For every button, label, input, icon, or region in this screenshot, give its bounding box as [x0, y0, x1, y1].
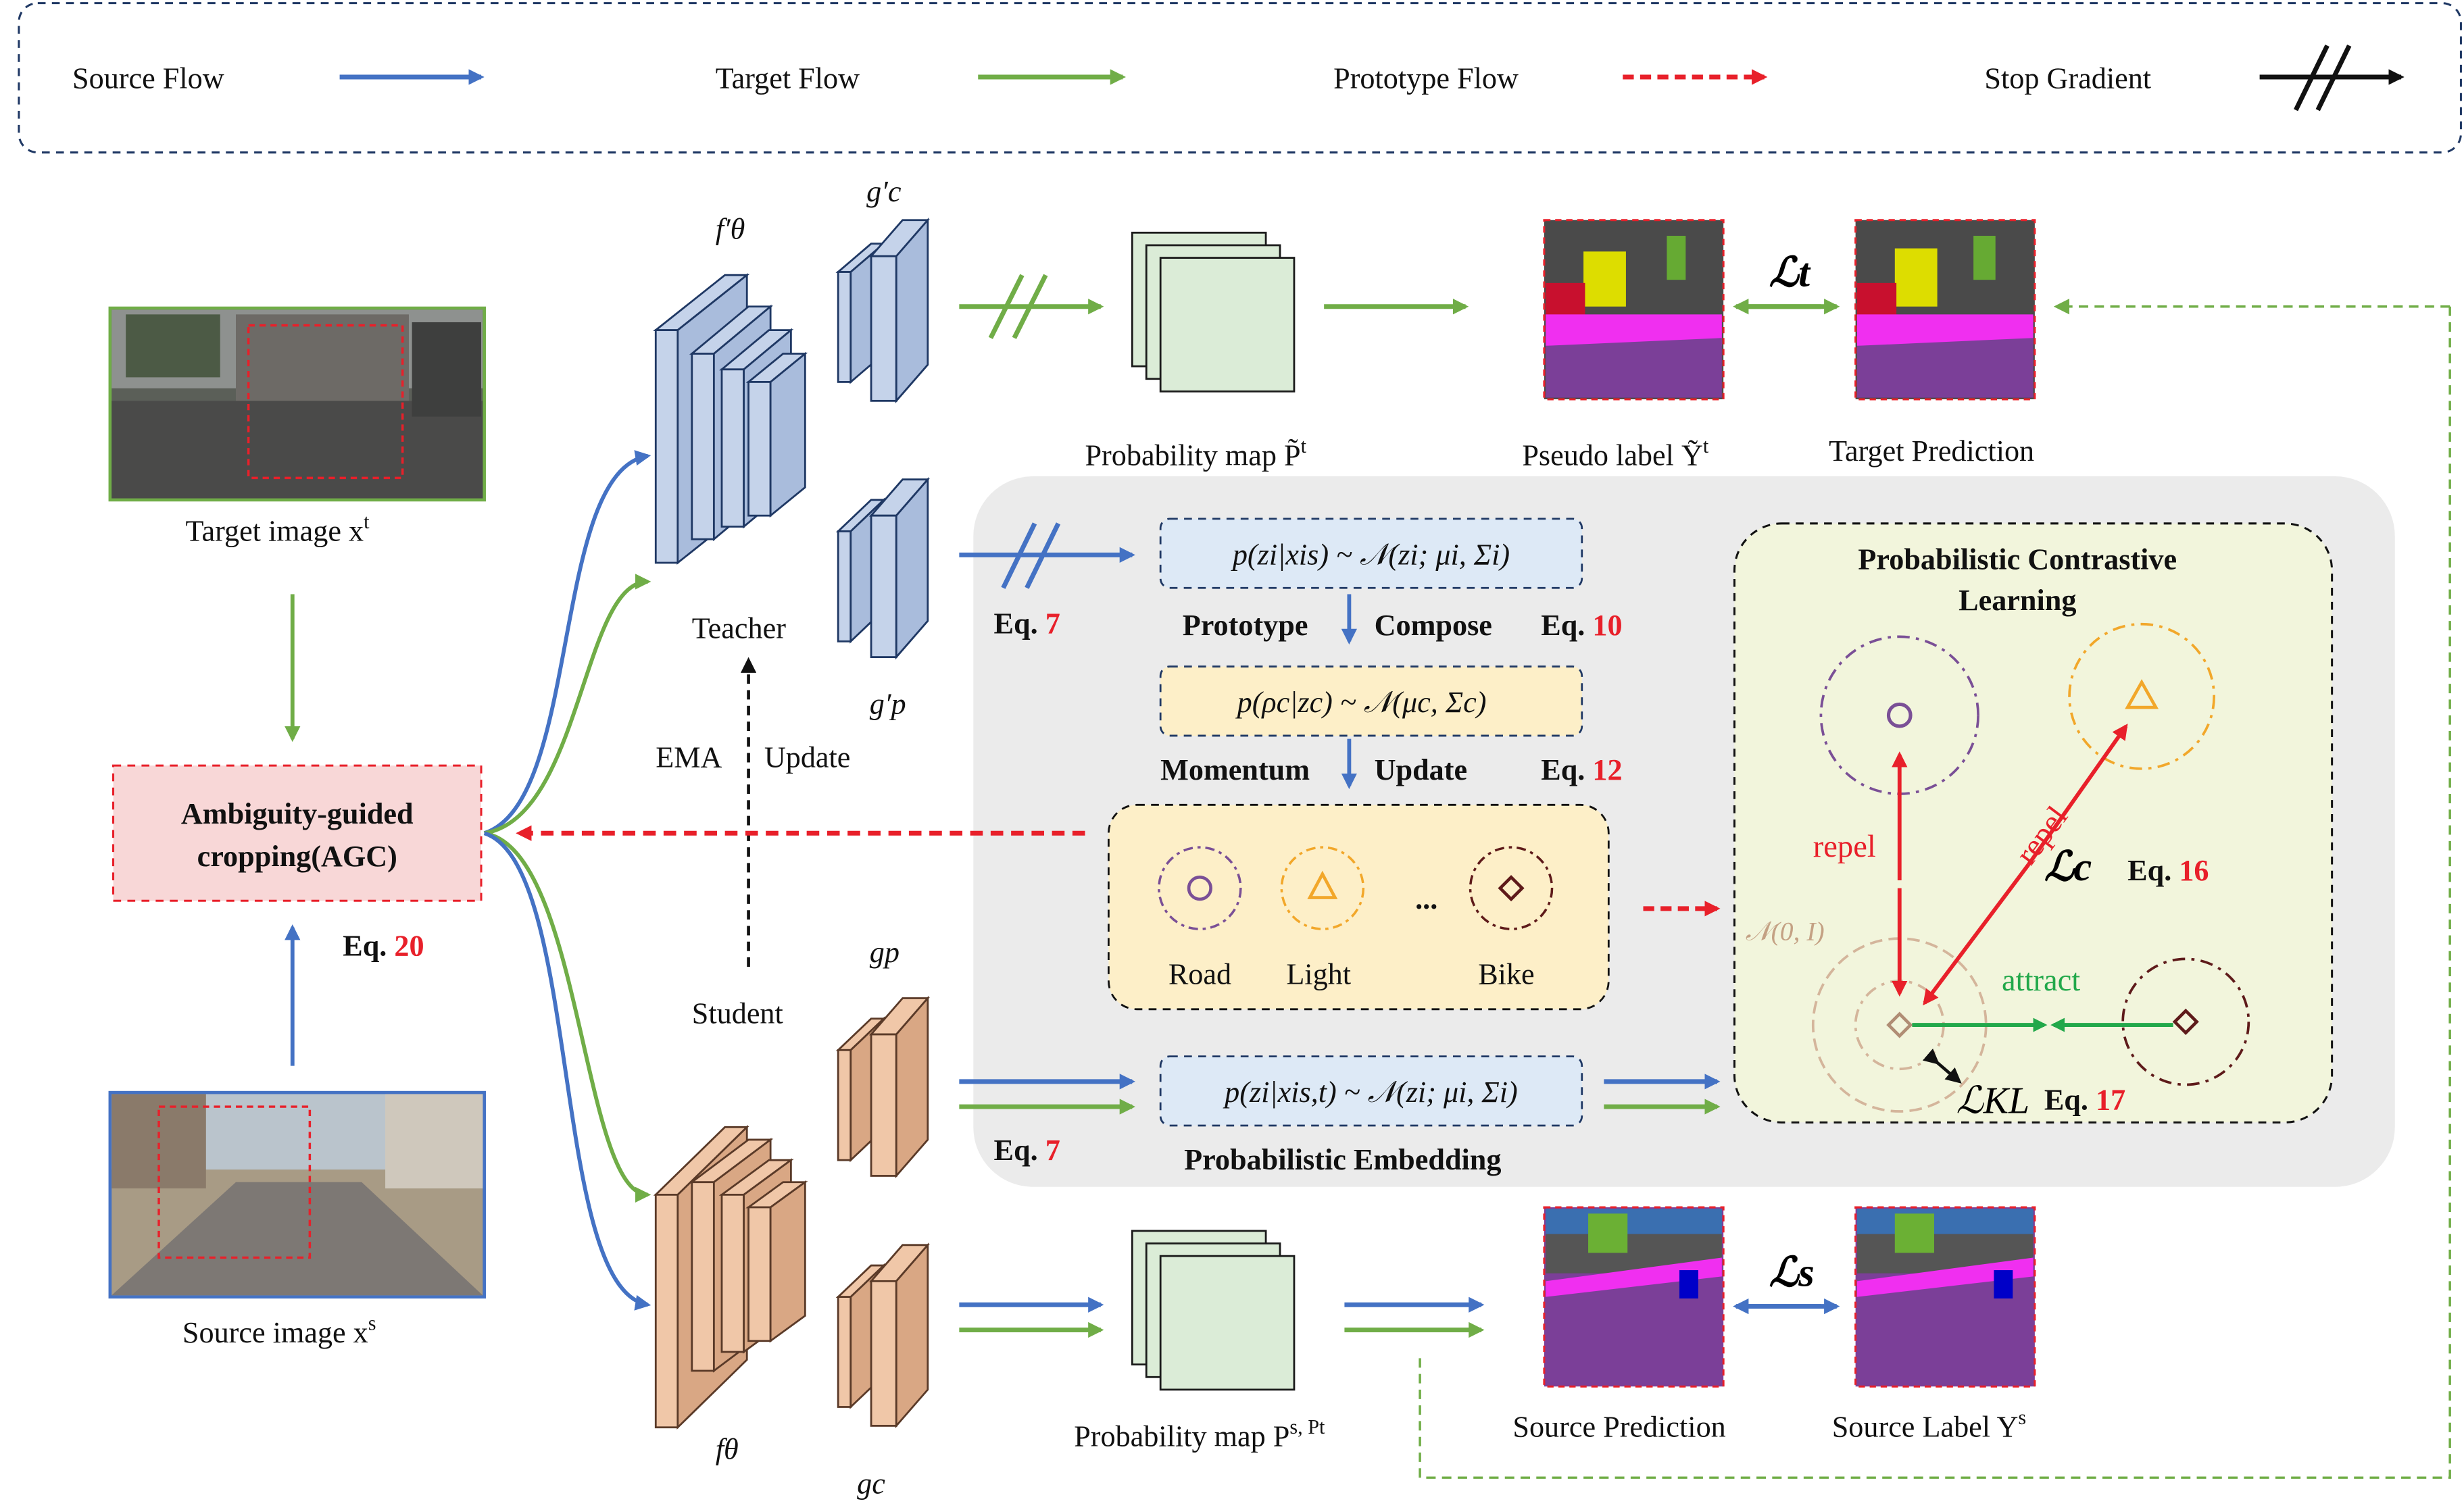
agc-to-student-target-curve — [484, 831, 651, 1203]
g-p-label: gp — [870, 936, 900, 969]
prototype-ellipsis: ... — [1415, 882, 1437, 915]
formula-box-1 — [1159, 518, 1583, 589]
loss-kl-label: ℒKL — [1956, 1080, 2030, 1122]
bike-label: Bike — [1478, 958, 1534, 991]
pcl-box — [1733, 522, 2334, 1124]
target-image-label: Target image xt — [186, 510, 370, 548]
eq7-bottom: Eq. 7 — [994, 1134, 1060, 1167]
repel-arrow-upright — [2027, 724, 2128, 866]
target-prediction-label: Target Prediction — [1829, 434, 2034, 468]
prototype-bank — [1107, 803, 1610, 1011]
momentum-label: Momentum — [1160, 753, 1310, 786]
head-gc — [835, 1242, 930, 1429]
momentum-update-label: Update — [1375, 753, 1467, 786]
target-prediction-image — [1854, 219, 2036, 401]
pseudo-label-image — [1543, 219, 1725, 401]
legend-target-flow: Target Flow — [716, 61, 860, 95]
agc-to-student-source-curve — [483, 831, 651, 1311]
bottom-probability-map — [1131, 1230, 1296, 1391]
prior-label: 𝒩(0, I) — [1746, 916, 1825, 946]
agc-box — [112, 764, 483, 902]
student-encoder — [653, 1124, 808, 1430]
formula-3: p(zi|xis,t) ~ 𝒩(zi; μi, Σi) — [1223, 1076, 1518, 1109]
f-theta-label: fθ — [716, 1432, 739, 1465]
source-prediction-label: Source Prediction — [1512, 1411, 1725, 1444]
head-gp — [835, 995, 930, 1179]
eq7-top: Eq. 7 — [994, 607, 1060, 640]
g-c-prime-label: g′c — [866, 175, 902, 208]
loss-t-label: ℒt — [1769, 250, 1812, 295]
top-probability-map — [1131, 231, 1296, 393]
formula-box-3 — [1159, 1055, 1583, 1127]
loss-s-label: ℒs — [1769, 1250, 1815, 1295]
agc-line2: cropping(AGC) — [197, 840, 397, 873]
target-image — [108, 306, 486, 502]
stop-gradient-icon — [2259, 44, 2405, 111]
formula-box-2 — [1159, 665, 1583, 737]
source-label-image — [1854, 1206, 2036, 1388]
eq17: Eq. 17 — [2044, 1084, 2125, 1117]
source-label-text: Source Label Ys — [1832, 1406, 2026, 1444]
formula-2: p(ρc|zc) ~ 𝒩(μc, Σc) — [1235, 686, 1487, 719]
ema-label: EMA — [656, 740, 722, 774]
pcl-bike-distribution-icon — [2121, 957, 2250, 1086]
road-label: Road — [1168, 958, 1231, 991]
repel-arrow-downleft — [1923, 863, 2030, 1006]
light-prototype-icon — [1280, 846, 1365, 930]
pcl-title-line1: Probabilistic Contrastive — [1858, 543, 2177, 576]
kl-arrow — [1922, 1048, 1962, 1084]
source-image — [108, 1090, 486, 1299]
gp-prime-stop-gradient-arrow — [959, 522, 1135, 589]
prob-embedding-label: Probabilistic Embedding — [1184, 1143, 1501, 1176]
source-prediction-image — [1543, 1206, 1725, 1388]
source-image-label: Source image xs — [182, 1311, 376, 1349]
prototype-label: Prototype — [1183, 609, 1308, 642]
agc-to-teacher-target-curve — [484, 574, 651, 836]
eq10: Eq. 10 — [1541, 609, 1622, 642]
teacher-encoder — [653, 273, 808, 565]
eq16: Eq. 16 — [2127, 854, 2209, 887]
bike-prototype-icon — [1469, 846, 1554, 930]
head-gc-prime — [835, 218, 930, 404]
repel-label-1: repel — [1813, 830, 1876, 864]
bottom-probability-map-label: Probability map Ps, Pt — [1074, 1415, 1325, 1453]
light-label: Light — [1286, 958, 1351, 991]
attract-label: attract — [2002, 963, 2080, 998]
teacher-label: Teacher — [692, 612, 786, 645]
agc-to-teacher-source-curve — [483, 450, 651, 835]
legend-stop-gradient: Stop Gradient — [1984, 61, 2151, 95]
pcl-light-distribution-icon — [2068, 622, 2215, 770]
agc-eq: Eq. 20 — [343, 930, 424, 963]
top-probability-map-label: Probability map P̃t — [1085, 434, 1306, 472]
agc-line1: Ambiguity-guided — [181, 797, 414, 830]
top-stop-gradient-arrow — [959, 274, 1104, 339]
compose-label: Compose — [1375, 609, 1492, 642]
eq12: Eq. 12 — [1541, 753, 1622, 786]
student-label: Student — [692, 997, 784, 1030]
legend-source-flow: Source Flow — [72, 61, 224, 95]
f-theta-prime-label: f′θ — [716, 213, 745, 246]
g-p-prime-label: g′p — [870, 687, 906, 720]
head-gp-prime — [835, 476, 930, 660]
formula-1: p(zi|xis) ~ 𝒩(zi; μi, Σi) — [1231, 538, 1510, 571]
road-prototype-icon — [1158, 846, 1242, 930]
legend-prototype-flow: Prototype Flow — [1333, 61, 1519, 95]
g-c-label: gc — [857, 1467, 885, 1500]
loss-c-label: ℒc — [2044, 845, 2092, 890]
ema-update-label: Update — [764, 740, 851, 774]
pseudo-label-text: Pseudo label Ỹt — [1522, 434, 1709, 472]
pcl-title-line2: Learning — [1958, 584, 2076, 617]
